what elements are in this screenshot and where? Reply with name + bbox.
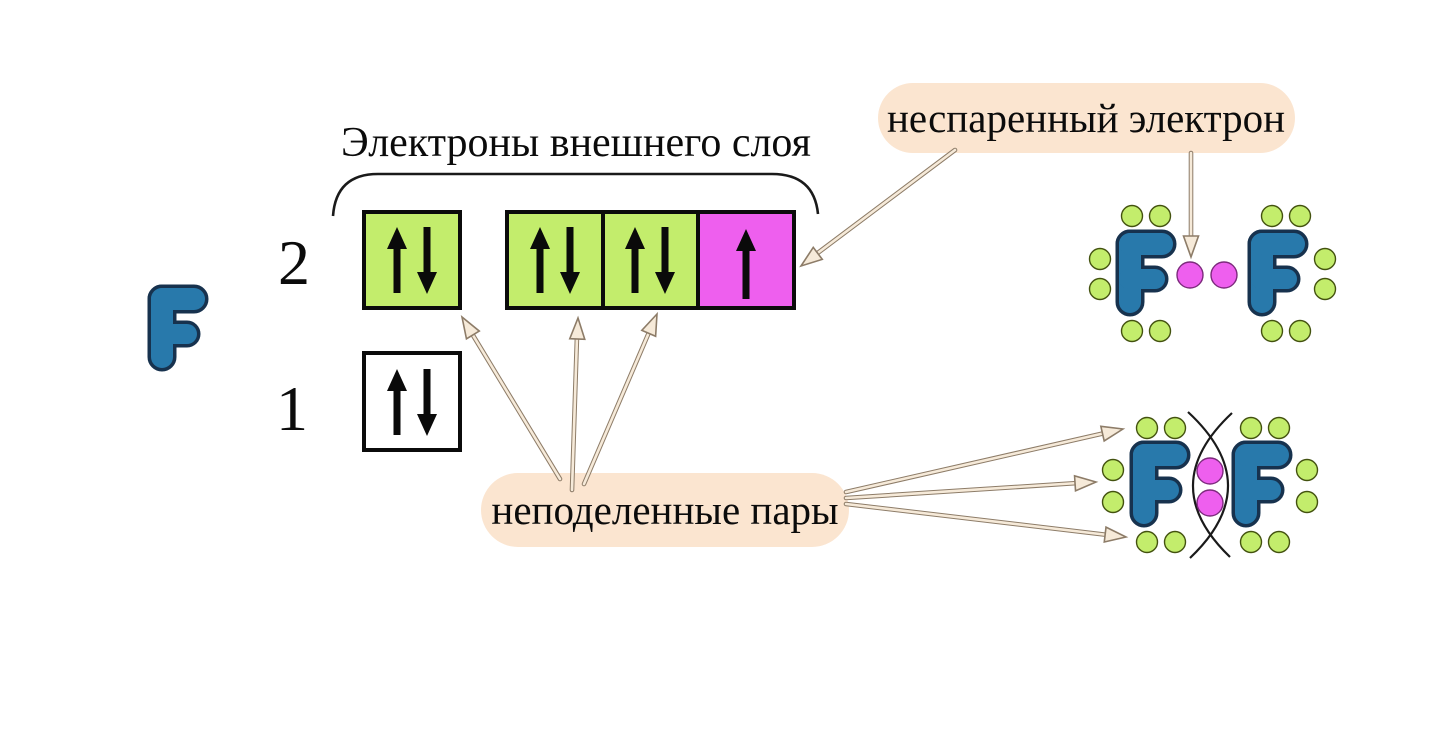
electron-dot	[1163, 416, 1187, 440]
electron-dot	[1120, 319, 1144, 343]
element-symbol-F	[151, 288, 205, 368]
callout-unpaired-electron-label: неспаренный электрон	[887, 95, 1285, 141]
outer-shell-title: Электроны внешнего слоя	[341, 120, 811, 166]
electron-dot	[1101, 490, 1125, 514]
orbital-box-2s	[362, 210, 462, 310]
arrow-to-molecule-top-pair	[843, 420, 1126, 495]
bonding-electron-dot	[1196, 457, 1224, 485]
arrow-to-unpaired-orbital	[795, 147, 958, 273]
callout-unpaired-electron: неспаренный электрон	[878, 83, 1295, 153]
electron-dot	[1313, 277, 1337, 301]
level-2-label: 2	[278, 227, 310, 298]
electron-dot	[1260, 204, 1284, 228]
electron-dot	[1239, 530, 1263, 554]
orbital-box-2p1	[505, 210, 605, 310]
orbital-box-2p2	[601, 210, 700, 310]
callout-lone-pairs-label: неподеленные пары	[491, 487, 838, 533]
electron-dot	[1163, 530, 1187, 554]
bonding-electron-dot	[1196, 489, 1224, 517]
electron-dot	[1267, 530, 1291, 554]
level-1-label: 1	[276, 373, 308, 444]
lewis-structure-molecule	[1101, 411, 1319, 559]
callout-lone-pairs: неподеленные пары	[481, 473, 849, 547]
arrow-to-2p2-box	[581, 310, 665, 487]
overlap-arc-right	[1187, 411, 1230, 559]
arrow-to-2s-box	[454, 312, 563, 482]
unpaired-electron-dot	[1210, 261, 1238, 289]
electron-dot	[1101, 458, 1125, 482]
electron-dot	[1295, 490, 1319, 514]
overlap-arc-left	[1191, 412, 1233, 558]
orbital-box-1s	[362, 351, 462, 452]
orbital-box-2p3-unpaired	[696, 210, 796, 310]
outer-shell-brace	[331, 172, 820, 217]
electron-dot	[1288, 319, 1312, 343]
arrow-to-molecule-side-pair	[843, 473, 1098, 501]
electron-dot	[1295, 458, 1319, 482]
lewis-F-right	[1235, 444, 1289, 524]
electron-dot	[1267, 416, 1291, 440]
electron-dot	[1148, 204, 1172, 228]
electron-dot	[1135, 530, 1159, 554]
electron-dot	[1260, 319, 1284, 343]
electron-dot	[1288, 204, 1312, 228]
lewis-F-left	[1119, 233, 1173, 313]
electron-dot	[1313, 247, 1337, 271]
electron-dot	[1239, 416, 1263, 440]
arrow-to-molecule-bottom-pair	[843, 501, 1128, 546]
lewis-structure-atoms	[1088, 204, 1337, 343]
lewis-F-left	[1133, 444, 1187, 524]
arrow-to-unpaired-dot	[1182, 150, 1200, 258]
electron-dot	[1088, 277, 1112, 301]
electron-dot	[1148, 319, 1172, 343]
arrow-to-2p1-box	[568, 316, 587, 493]
electron-dot	[1120, 204, 1144, 228]
electron-dot	[1088, 247, 1112, 271]
electron-dot	[1135, 416, 1159, 440]
lewis-F-right	[1251, 233, 1305, 313]
unpaired-electron-dot	[1176, 261, 1204, 289]
